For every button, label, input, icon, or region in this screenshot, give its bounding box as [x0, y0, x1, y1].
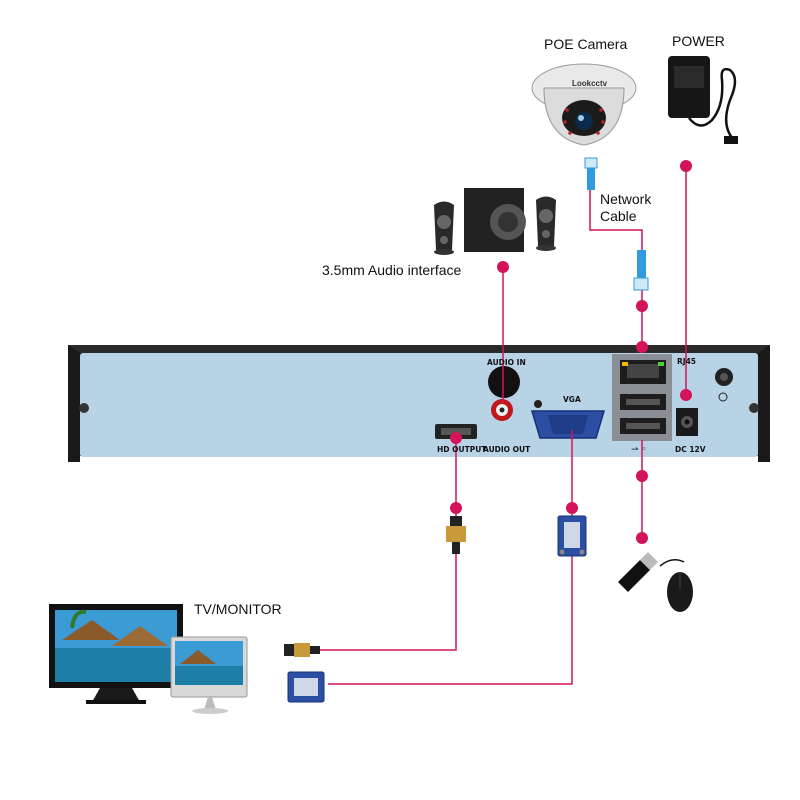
audio-in-label: AUDIO IN	[487, 358, 526, 367]
dot	[497, 261, 509, 273]
dot	[636, 470, 648, 482]
vga-plug-icon	[287, 671, 325, 703]
power-label: POWER	[672, 33, 725, 49]
dc12v-label: DC 12V	[675, 445, 706, 454]
connection-wires	[320, 166, 687, 685]
poe-camera-label: POE Camera	[544, 36, 628, 52]
dot	[636, 532, 648, 544]
tv-monitor-label: TV/MONITOR	[194, 601, 282, 617]
rj45-label: RJ45	[677, 357, 697, 366]
audio-out-port	[491, 399, 513, 421]
dot	[636, 300, 648, 312]
dot	[680, 160, 692, 172]
vga-plug-icon	[557, 515, 587, 557]
hdmi-plug-icon	[446, 516, 466, 554]
poe-camera-icon: Lookcctv	[531, 63, 637, 146]
dc-power-port	[676, 408, 698, 436]
audio-out-label: AUDIO OUT	[483, 445, 531, 454]
hd-output-label: HD OUTPUT	[437, 445, 487, 454]
power-adapter-icon	[668, 56, 738, 144]
hdmi-port	[435, 424, 477, 439]
audio-interface-label: 3.5mm Audio interface	[322, 262, 462, 278]
usb-symbol-icon: ⇀ ◦	[631, 445, 647, 455]
connection-dots	[450, 160, 692, 544]
monitor-large-icon	[49, 604, 183, 704]
monitor-small-icon	[170, 636, 248, 714]
ground-screw	[715, 368, 733, 402]
small-screw	[534, 400, 542, 408]
speakers-icon	[434, 188, 556, 255]
mouse-icon	[659, 559, 693, 612]
hdmi-plug-icon	[284, 643, 320, 657]
screw	[749, 403, 759, 413]
dot	[450, 432, 462, 444]
screw	[79, 403, 89, 413]
camera-brand-text: Lookcctv	[572, 79, 608, 88]
dot	[680, 389, 692, 401]
rj45-plug-icon	[584, 157, 598, 190]
dot	[566, 502, 578, 514]
vga-label: VGA	[563, 395, 581, 404]
dot	[636, 341, 648, 353]
audio-in-port	[488, 366, 520, 398]
usb-dongle-icon	[618, 552, 658, 592]
network-cable-label: Network Cable	[600, 191, 652, 224]
lan-usb-block	[612, 354, 672, 441]
vga-port	[530, 410, 606, 439]
rj45-plug-icon	[633, 250, 649, 291]
dot	[450, 502, 462, 514]
